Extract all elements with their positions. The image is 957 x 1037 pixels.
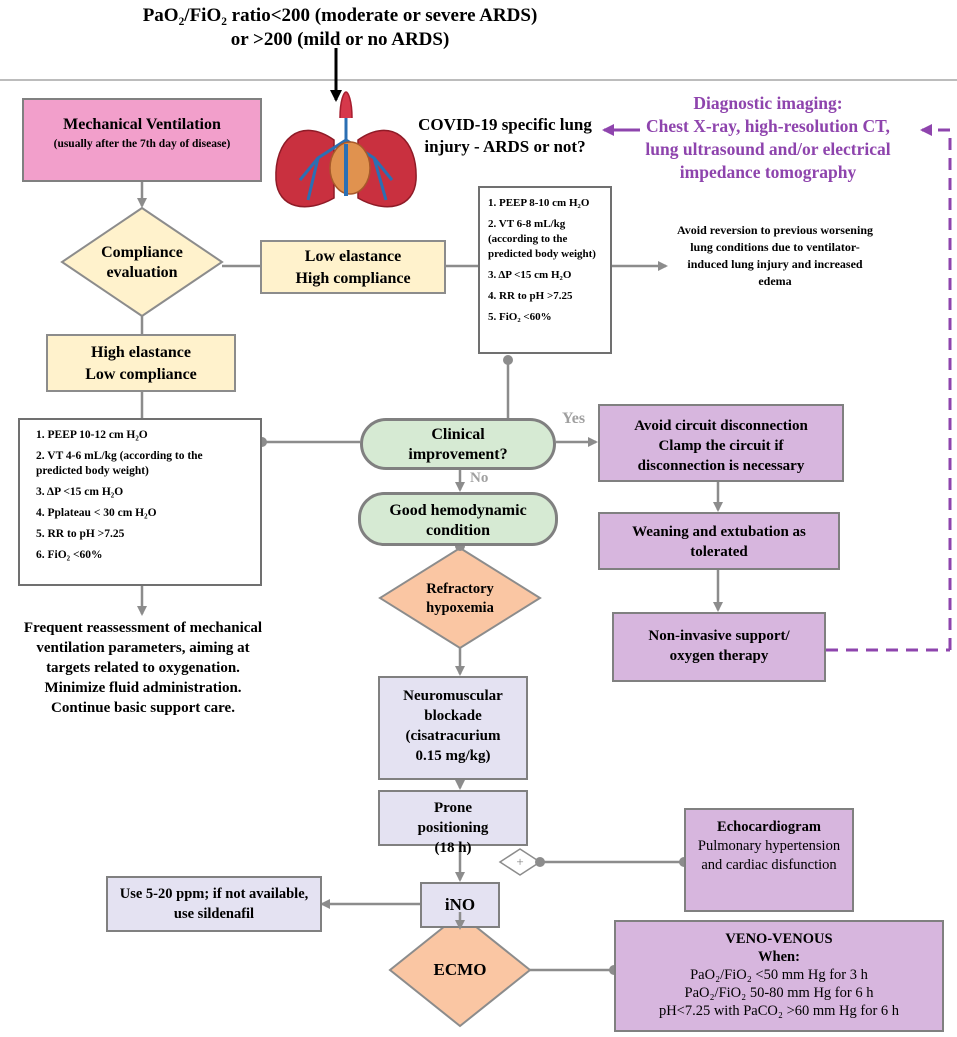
- low-elastance-line-2: High compliance: [295, 270, 411, 287]
- high-elastance-box: High elastance Low compliance: [46, 334, 236, 392]
- low-elastance-params-box: 1. PEEP 8-10 cm H₂O 2. VT 6-8 mL/kg (acc…: [478, 186, 612, 354]
- no-label: No: [470, 470, 489, 486]
- mechanical-ventilation-box: Mechanical Ventilation (usually after th…: [22, 98, 262, 182]
- veno-line-1: PaO₂/FiO₂ <50 mm Hg for 3 h: [690, 967, 868, 983]
- low-param-4: 4. RR to pH >7.25: [488, 290, 573, 302]
- high-elastance-line-1: High elastance: [91, 344, 191, 361]
- ino-box: iNO: [420, 882, 500, 928]
- high-param-4: 4. Pplateau < 30 cm H₂O: [36, 507, 157, 519]
- echocardiogram-box: Echocardiogram Pulmonary hypertension an…: [684, 808, 854, 912]
- high-param-6: 6. FiO₂ <60%: [36, 549, 103, 561]
- diag-line-3: lung ultrasound and/or electrical: [645, 139, 891, 159]
- header-line-2: or >200 (mild or no ARDS): [230, 29, 450, 50]
- mech-vent-subtitle: (usually after the 7th day of disease): [53, 138, 231, 150]
- covid-question: COVID-19 specific lung injury - ARDS or …: [418, 115, 592, 156]
- compliance-evaluation: Compliance evaluation: [101, 244, 183, 281]
- low-param-1: 1. PEEP 8-10 cm H₂O: [488, 197, 590, 209]
- good-hemodynamic-box: Good hemodynamic condition: [358, 492, 558, 546]
- frequent-reassessment-text: Frequent reassessment of mechanical vent…: [23, 620, 263, 716]
- ecmo-label: ECMO: [433, 960, 487, 979]
- plus-symbol: +: [516, 854, 524, 869]
- low-param-5: 5. FiO₂ <60%: [488, 311, 552, 323]
- low-elastance-line-1: Low elastance: [304, 248, 402, 265]
- veno-when: When:: [758, 949, 800, 965]
- use-ppm-box: Use 5-20 ppm; if not available, use sild…: [106, 876, 322, 932]
- echo-title: Echocardiogram: [717, 819, 821, 835]
- ecmo-diamond: [388, 912, 532, 1028]
- prone-positioning-box: Prone positioning (18 h): [378, 790, 528, 856]
- veno-line-2: PaO₂/FiO₂ 50-80 mm Hg for 6 h: [684, 985, 874, 1001]
- high-param-3: 3. ΔP <15 cm H₂O: [36, 486, 124, 498]
- non-invasive-box: Non-invasive support/ oxygen therapy: [612, 612, 826, 682]
- low-param-3: 3. ΔP <15 cm H₂O: [488, 269, 572, 281]
- clinical-improvement-text: Clinical improvement?: [408, 426, 508, 463]
- header-line-1: PaO₂/FiO₂ ratio<200 (moderate or severe …: [142, 5, 538, 26]
- refractory-hypoxemia: Refractory hypoxemia: [426, 581, 494, 616]
- lungs-illustration: [275, 91, 417, 208]
- veno-line-3: pH<7.25 with PaCO₂ >60 mm Hg for 6 h: [658, 1003, 900, 1019]
- clinical-improvement-box: Clinical improvement?: [360, 418, 556, 470]
- plus-diamond: [498, 848, 542, 876]
- veno-venous-box: VENO-VENOUS When: PaO₂/FiO₂ <50 mm Hg fo…: [614, 920, 944, 1032]
- avoid-circuit-box: Avoid circuit disconnection Clamp the ci…: [598, 404, 844, 482]
- high-elastance-line-2: Low compliance: [85, 366, 197, 383]
- header-text: PaO₂/FiO₂ ratio<200 (moderate or severe …: [60, 4, 620, 52]
- high-param-1: 1. PEEP 10-12 cm H₂O: [36, 429, 148, 441]
- diag-line-2: Chest X-ray, high-resolution CT,: [646, 116, 890, 136]
- avoid-reversion-text: Avoid reversion to previous worsening lu…: [676, 223, 873, 288]
- high-param-2: 2. VT 4-6 mL/kg (according to the predic…: [36, 450, 203, 477]
- diag-title: Diagnostic imaging:: [693, 93, 843, 113]
- high-param-5: 5. RR to pH >7.25: [36, 528, 125, 540]
- echo-body: Pulmonary hypertension and cardiac disfu…: [697, 838, 841, 873]
- yes-label: Yes: [562, 410, 586, 427]
- weaning-box: Weaning and extubation as tolerated: [598, 512, 840, 570]
- mech-vent-title: Mechanical Ventilation: [63, 116, 221, 133]
- low-param-2: 2. VT 6-8 mL/kg (according to the predic…: [488, 218, 596, 260]
- high-elastance-params-box: 1. PEEP 10-12 cm H₂O 2. VT 4-6 mL/kg (ac…: [18, 418, 262, 586]
- diag-line-4: impedance tomography: [679, 162, 857, 182]
- low-elastance-box: Low elastance High compliance: [260, 240, 446, 294]
- neuromuscular-box: Neuromuscular blockade (cisatracurium 0.…: [378, 676, 528, 780]
- diagnostic-imaging: Diagnostic imaging: Chest X-ray, high-re…: [612, 92, 924, 184]
- veno-title: VENO-VENOUS: [725, 931, 833, 947]
